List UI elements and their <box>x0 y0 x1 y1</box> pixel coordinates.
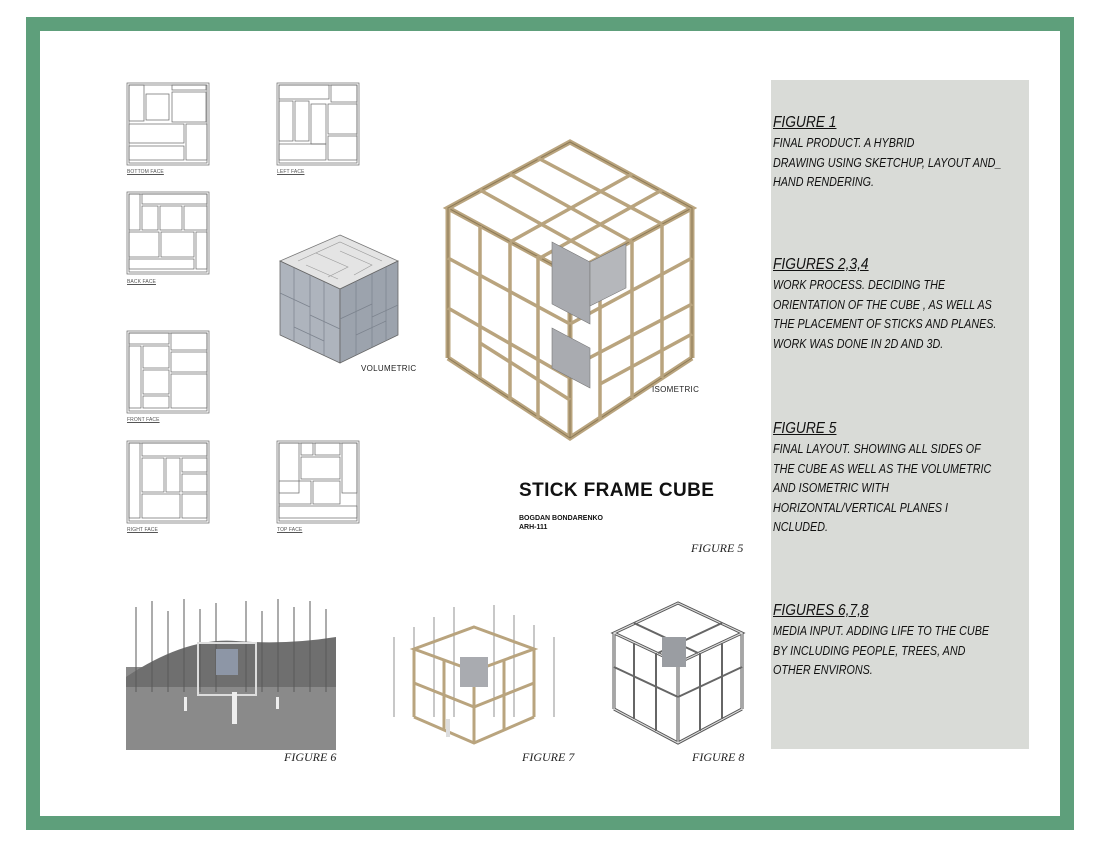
note-heading: FIGURES 2,3,4 <box>773 256 869 273</box>
note-line: ORIENTATION OF THE CUBE , AS WELL AS <box>773 297 992 312</box>
figure-6-caption: FIGURE 6 <box>284 750 337 764</box>
figure-8-caption: FIGURE 8 <box>692 750 745 764</box>
note-line: DRAWING USING SKETCHUP, LAYOUT AND_ <box>773 155 1002 170</box>
note-line: FINAL PRODUCT. A HYBRID <box>773 136 915 150</box>
right-face-label: RIGHT FACE <box>127 527 158 533</box>
top-face-drawing <box>276 440 360 524</box>
note-figures-2-3-4: FIGURES 2,3,4 WORK PROCESS. DECIDING THE… <box>773 254 996 354</box>
note-heading: FIGURE 5 <box>773 420 837 437</box>
figure-5-caption: FIGURE 5 <box>691 541 744 555</box>
figure-8-render <box>608 597 748 747</box>
note-line: MEDIA INPUT. ADDING LIFE TO THE CUBE <box>773 624 990 638</box>
back-face-drawing <box>126 191 210 275</box>
figure-7-render <box>374 597 574 750</box>
author-block: BOGDAN BONDARENKO ARH-111 <box>519 514 603 532</box>
note-line: HAND RENDERING. <box>773 175 874 189</box>
note-figure-5: FIGURE 5 FINAL LAYOUT. SHOWING ALL SIDES… <box>773 418 993 538</box>
note-line: WORK PROCESS. DECIDING THE <box>773 278 946 292</box>
note-heading: FIGURES 6,7,8 <box>773 602 869 619</box>
note-line: AND ISOMETRIC WITH <box>773 481 889 495</box>
front-face-label: FRONT FACE <box>127 417 160 423</box>
note-line: NCLUDED. <box>773 520 828 534</box>
left-face-drawing <box>276 82 360 166</box>
layout-title: STICK FRAME CUBE <box>519 480 715 501</box>
bottom-face-drawing <box>126 82 210 166</box>
note-line: BY INCLUDING PEOPLE, TREES, AND <box>773 643 966 658</box>
note-line: THE PLACEMENT OF STICKS AND PLANES. <box>773 317 997 331</box>
right-face-drawing <box>126 440 210 524</box>
note-line: HORIZONTAL/VERTICAL PLANES I <box>773 500 949 515</box>
figure-6-render <box>126 597 336 750</box>
note-figure-1: FIGURE 1 FINAL PRODUCT. A HYBRID DRAWING… <box>773 112 1001 193</box>
author-name: BOGDAN BONDARENKO <box>519 515 603 522</box>
notes-panel: FIGURE 1 FINAL PRODUCT. A HYBRID DRAWING… <box>771 80 1029 749</box>
volumetric-cube-drawing <box>276 231 406 371</box>
bottom-face-label: BOTTOM FACE <box>127 169 164 175</box>
top-face-label: TOP FACE <box>277 527 303 533</box>
figure-7-caption: FIGURE 7 <box>522 750 575 764</box>
back-face-label: BACK FACE <box>127 279 156 285</box>
note-heading: FIGURE 1 <box>773 114 837 131</box>
left-face-label: LEFT FACE <box>277 169 305 175</box>
note-figures-6-7-8: FIGURES 6,7,8 MEDIA INPUT. ADDING LIFE T… <box>773 600 993 681</box>
note-line: FINAL LAYOUT. SHOWING ALL SIDES OF <box>773 442 981 456</box>
isometric-label: ISOMETRIC <box>652 385 700 394</box>
course-code: ARH-111 <box>519 524 548 531</box>
green-border-frame: BOTTOM FACE LEFT FACE BACK FACE <box>26 17 1074 830</box>
isometric-stick-frame-drawing <box>440 138 700 448</box>
note-line: WORK WAS DONE IN 2D AND 3D. <box>773 336 944 351</box>
layout-sheet: BOTTOM FACE LEFT FACE BACK FACE <box>40 31 1060 816</box>
volumetric-label: VOLUMETRIC <box>361 364 417 373</box>
note-line: OTHER ENVIRONS. <box>773 663 873 677</box>
note-line: THE CUBE AS WELL AS THE VOLUMETRIC <box>773 461 992 476</box>
front-face-drawing <box>126 330 210 414</box>
